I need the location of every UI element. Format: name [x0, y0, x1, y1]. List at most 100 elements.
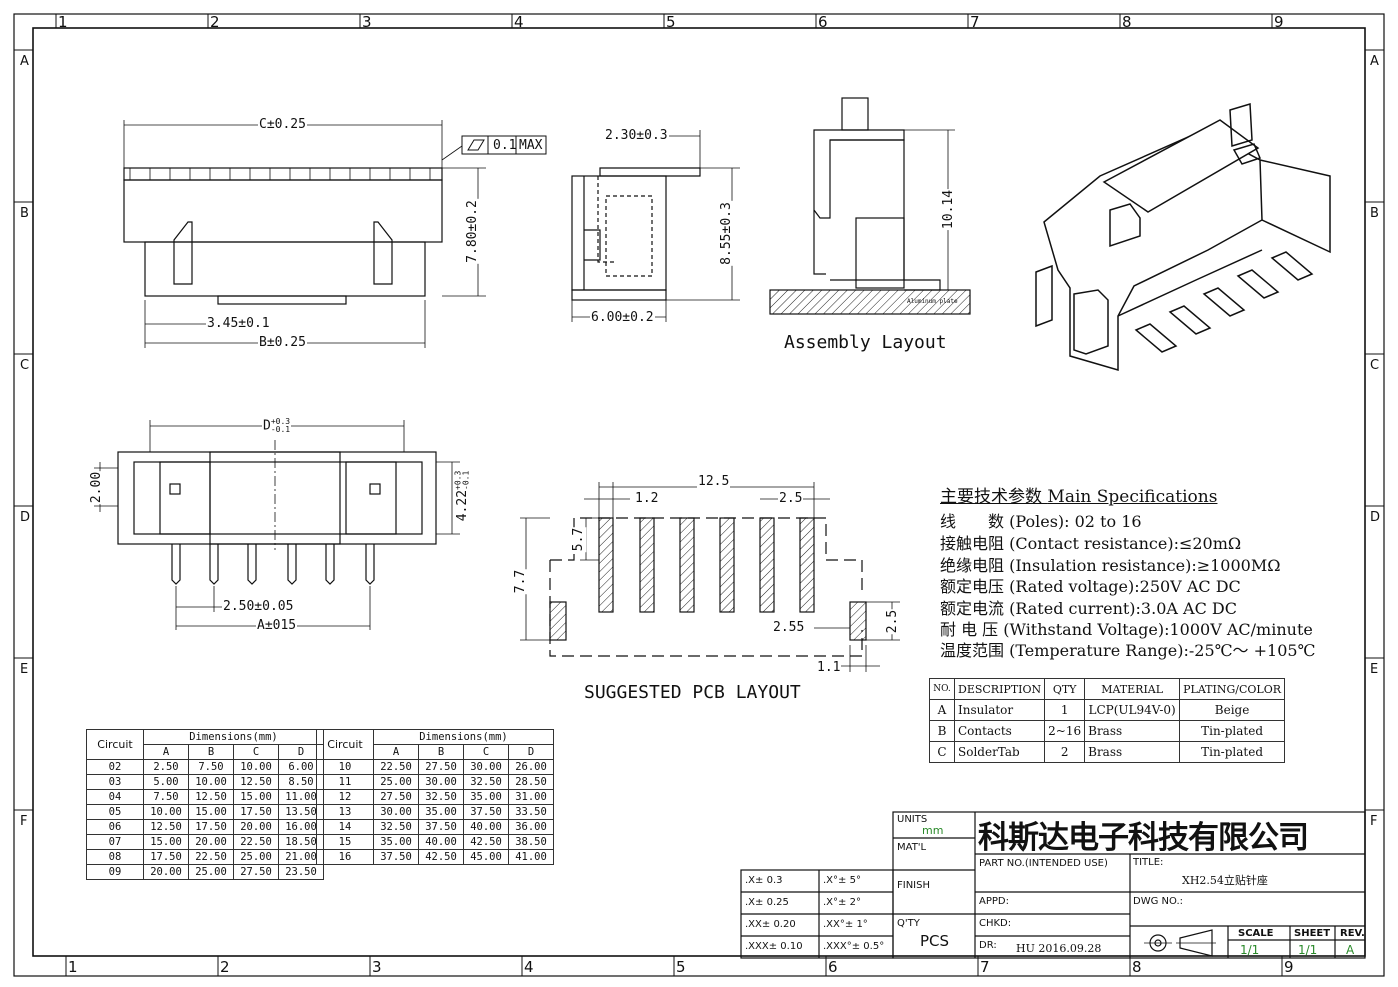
dimension-cell: 15.00 [233, 789, 279, 805]
bom-cell: LCP(UL94V-0) [1084, 699, 1181, 721]
units-value: mm [922, 824, 944, 837]
spec-title-cn: 主要技术参数 [940, 487, 1042, 507]
bom-row: A Insulator 1 LCP(UL94V-0) Beige [929, 699, 1286, 721]
dimension-cell: 17.50 [233, 804, 279, 820]
col-label: 7 [970, 13, 980, 31]
circuit-cell: 02 [86, 759, 144, 775]
appd-label: APPD: [979, 896, 1009, 907]
bom-cell: Brass [1084, 720, 1181, 742]
dim-h780: 7.80±0.2 [464, 199, 480, 264]
dim-a: A±015 [256, 618, 298, 633]
row-label: F [1370, 814, 1378, 829]
circuit-cell: 14 [316, 819, 374, 835]
bom-cell: SolderTab [953, 741, 1046, 763]
bom-cell: B [929, 720, 955, 742]
dimension-cell: 23.50 [278, 864, 324, 880]
row-label: B [1370, 206, 1379, 221]
bom-cell: Contacts [953, 720, 1046, 742]
spec-cn: 线 数 [940, 512, 1005, 531]
dimension-cell: 40.00 [463, 819, 509, 835]
dimension-cell: 26.00 [508, 759, 554, 775]
dimension-cell: 15.00 [188, 804, 234, 820]
dimension-cell: 12.50 [188, 789, 234, 805]
dimension-cell: 5.00 [143, 774, 189, 790]
spec-row: 温度范围 (Temperature Range):-25℃～ +105℃ [940, 637, 1315, 661]
col-label: 3 [372, 958, 382, 976]
col-header: A [373, 744, 419, 760]
pcb-layout [520, 482, 900, 672]
qty-label: Q'TY [897, 918, 920, 929]
spec-title: 主要技术参数 Main Specifications [940, 482, 1217, 507]
dim-table-cols: A B C D [317, 744, 554, 760]
dimension-cell: 32.50 [373, 819, 419, 835]
spec-row: 线 数 (Poles): 02 to 16 [940, 508, 1142, 532]
dimensions-label: Dimensions(mm) [143, 729, 324, 745]
scale-value: 1/1 [1240, 943, 1260, 957]
dimension-cell: 27.50 [373, 789, 419, 805]
col-header: C [463, 744, 509, 760]
dimension-cell: 42.50 [418, 849, 464, 865]
dimension-cell: 40.00 [418, 834, 464, 850]
col-label: 1 [68, 958, 78, 976]
pcb-dim-11: 1.1 [816, 660, 842, 675]
tol-linear: .XXX± 0.10 [745, 941, 803, 952]
row-label: A [1370, 54, 1379, 69]
dimension-cell: 13.50 [278, 804, 324, 820]
row-label: C [20, 358, 30, 373]
qty-value: PCS [920, 932, 950, 950]
pcb-dim-25v: 2.5 [885, 608, 901, 635]
dwg-no-label: DWG NO.: [1133, 896, 1184, 907]
bom-header: PLATING/COLOR [1179, 678, 1286, 700]
row-label: C [1370, 358, 1380, 373]
dim-h422-main: 4.22 [454, 489, 470, 522]
col-label: 4 [514, 13, 524, 31]
dimension-cell: 35.00 [418, 804, 464, 820]
dimension-cell: 6.00 [278, 759, 324, 775]
dimension-cell: 7.50 [188, 759, 234, 775]
spec-cn: 额定电流 [940, 599, 1005, 618]
dimension-cell: 45.00 [463, 849, 509, 865]
dimension-cell: 10.00 [233, 759, 279, 775]
bom-cell: Tin-plated [1179, 720, 1286, 742]
iso-view [1035, 103, 1331, 371]
spec-cn: 温度范围 [940, 641, 1005, 660]
dimension-cell: 12.50 [233, 774, 279, 790]
bom-cell: Tin-plated [1179, 741, 1286, 763]
spec-en: (Poles): 02 to 16 [1009, 512, 1142, 531]
bom-header: MATERIAL [1084, 678, 1181, 700]
bom-row: B Contacts 2~16 Brass Tin-plated [929, 720, 1286, 742]
dim-h422: 4.22+0.3-0.1 [453, 469, 471, 523]
dim-flatness-max: MAX [519, 138, 543, 153]
pcb-dim-255: 2.55 [772, 620, 806, 635]
bom-header: DESCRIPTION [953, 678, 1046, 700]
row-label: D [20, 510, 31, 525]
dimension-cell: 17.50 [143, 849, 189, 865]
dim-d: D+0.3-0.1 [262, 418, 292, 434]
spec-row: 绝缘电阻 (Insulation resistance):≥1000MΩ [940, 552, 1280, 576]
row-label: F [20, 814, 28, 829]
circuit-cell: 12 [316, 789, 374, 805]
col-label: 2 [210, 13, 220, 31]
dimension-cell: 10.00 [188, 774, 234, 790]
circuit-cell: 10 [316, 759, 374, 775]
col-header: B [188, 744, 234, 760]
spec-row: 额定电流 (Rated current):3.0A AC DC [940, 595, 1237, 619]
tol-linear: .XX± 0.20 [745, 919, 796, 930]
drawing-frame [13, 13, 1385, 977]
bom-header-row: NO. DESCRIPTION QTY MATERIAL PLATING/COL… [929, 678, 1286, 700]
dimension-cell: 27.50 [418, 759, 464, 775]
circuit-cell: 05 [86, 804, 144, 820]
dimension-cell: 37.50 [418, 819, 464, 835]
spec-en: (Rated current):3.0A AC DC [1009, 599, 1237, 618]
dim-d-main: D [263, 418, 271, 434]
dim-table-head: Circuit Dimensions(mm) [316, 729, 554, 760]
pcb-dim-25: 2.5 [778, 491, 804, 506]
finish-label: FINISH [897, 880, 930, 891]
circuit-cell: 04 [86, 789, 144, 805]
